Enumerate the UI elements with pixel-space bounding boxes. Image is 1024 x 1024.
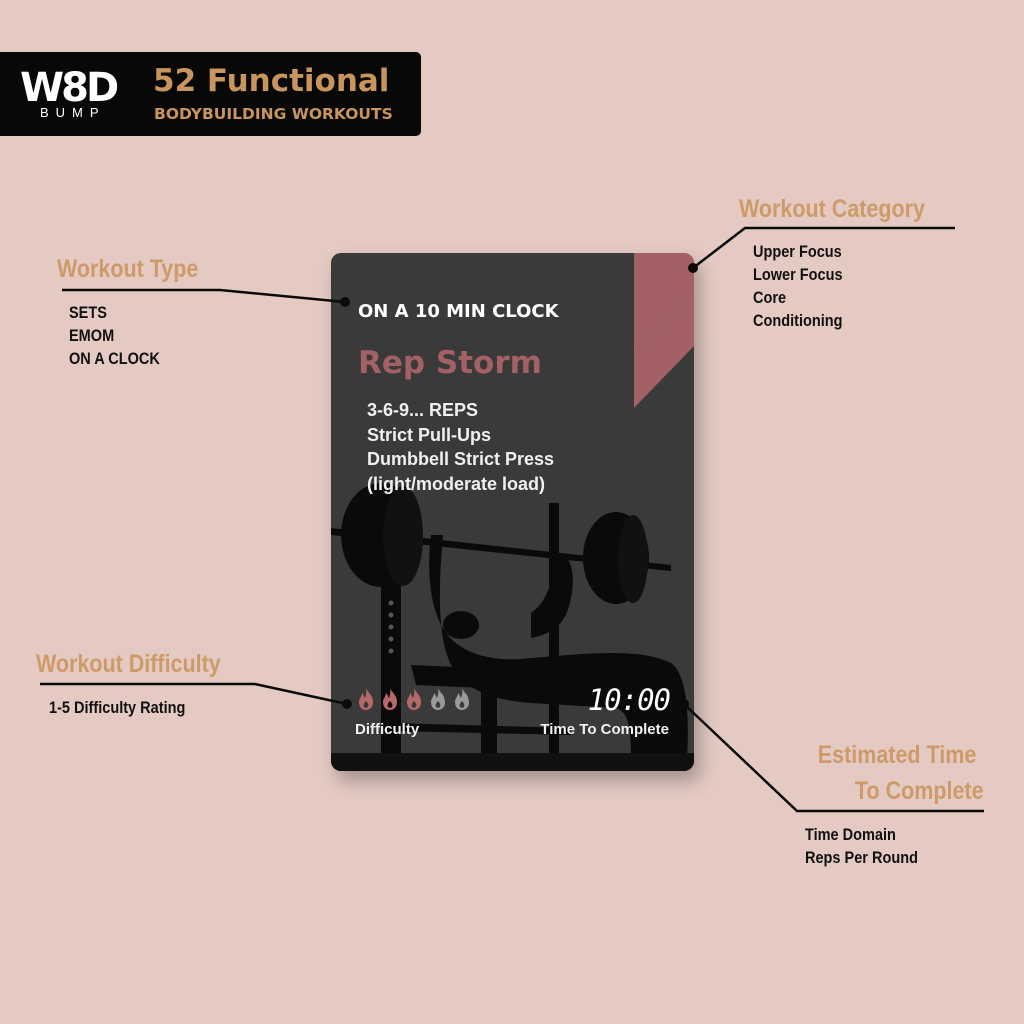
workout-category-item: Conditioning — [753, 312, 843, 330]
estimated-time-title-line1: Estimated Time — [817, 741, 976, 769]
workout-category-item: Upper Focus — [753, 243, 842, 261]
workout-type-item: EMOM — [69, 327, 115, 345]
header-banner: W8D BUMP 52 Functional BODYBUILDING WORK… — [0, 52, 421, 136]
flame-icon — [359, 688, 373, 710]
workout-category-item: Lower Focus — [753, 266, 843, 284]
wodbump-logo: W8D BUMP — [20, 66, 135, 122]
flame-icon — [407, 688, 421, 710]
workout-type-item: ON A CLOCK — [69, 350, 160, 368]
workout-type-list: SETS EMOM ON A CLOCK — [69, 302, 160, 371]
workout-type-title: Workout Type — [57, 255, 199, 283]
estimated-time-list: Time Domain Reps Per Round — [805, 824, 918, 870]
difficulty-rating — [355, 687, 473, 711]
flame-icon-inactive — [455, 688, 469, 710]
bench-press-illustration — [331, 253, 694, 771]
estimated-time-item: Reps Per Round — [805, 849, 918, 867]
workout-difficulty-title: Workout Difficulty — [36, 650, 221, 678]
workout-card: ON A 10 MIN CLOCK Rep Storm 3-6-9... REP… — [331, 253, 694, 771]
header-title: 52 Functional — [153, 63, 390, 99]
estimated-time-item: Time Domain — [805, 826, 896, 844]
workout-category-list: Upper Focus Lower Focus Core Conditionin… — [753, 241, 843, 333]
header-subtitle: BODYBUILDING WORKOUTS — [154, 105, 393, 123]
workout-name: Rep Storm — [358, 345, 542, 381]
estimated-time-title-line2: To Complete — [855, 777, 984, 805]
workout-type-item: SETS — [69, 304, 107, 322]
logo-wordmark: W8D — [20, 65, 119, 111]
workout-difficulty-list: 1-5 Difficulty Rating — [49, 697, 185, 720]
workout-detail-line: Strict Pull-Ups — [367, 424, 492, 445]
workout-difficulty-item: 1-5 Difficulty Rating — [49, 699, 186, 717]
logo-subtext: BUMP — [40, 105, 106, 120]
difficulty-label: Difficulty — [355, 721, 420, 738]
workout-detail-line: 3-6-9... REPS — [367, 400, 479, 420]
workout-type-label: ON A 10 MIN CLOCK — [358, 301, 559, 322]
workout-detail-line: Dumbbell Strict Press — [367, 449, 555, 469]
workout-category-title: Workout Category — [739, 195, 925, 223]
flame-icon — [383, 688, 397, 710]
workout-details: 3-6-9... REPS Strict Pull-Ups Dumbbell S… — [367, 398, 554, 496]
time-display: 10:00 — [587, 683, 671, 717]
workout-category-item: Core — [753, 289, 787, 307]
time-label: Time To Complete — [540, 721, 669, 738]
flame-icon-inactive — [431, 688, 445, 710]
workout-detail-line: (light/moderate load) — [367, 473, 546, 494]
